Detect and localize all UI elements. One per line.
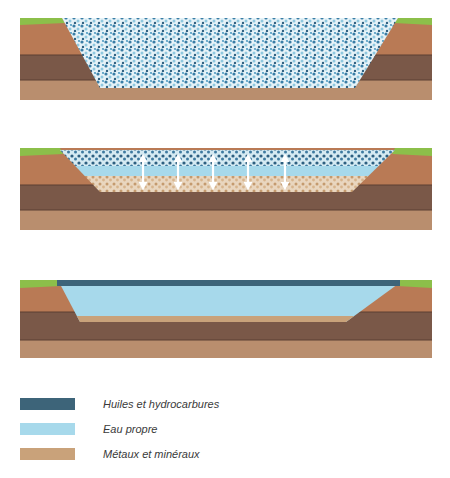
legend-swatch	[20, 448, 75, 460]
legend-entry: Métaux et minéraux	[20, 446, 440, 471]
legend-swatch	[20, 398, 75, 410]
legend: Huiles et hydrocarburesEau propreMétaux …	[20, 396, 440, 471]
basin-panel-separated	[20, 280, 432, 358]
legend-label: Eau propre	[103, 421, 157, 437]
basin-panel-filled	[20, 18, 432, 100]
legend-label: Métaux et minéraux	[103, 446, 200, 462]
basin-panel-settling	[20, 148, 432, 230]
legend-label: Huiles et hydrocarbures	[103, 396, 219, 412]
legend-entry: Eau propre	[20, 421, 440, 446]
legend-entry: Huiles et hydrocarbures	[20, 396, 440, 421]
legend-swatch	[20, 423, 75, 435]
